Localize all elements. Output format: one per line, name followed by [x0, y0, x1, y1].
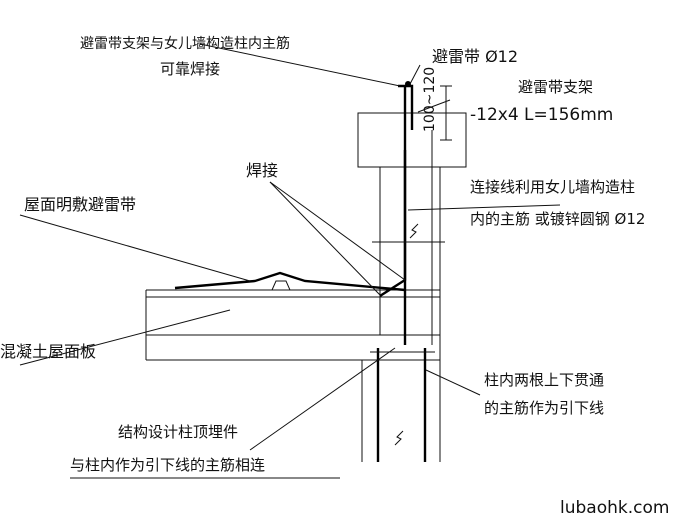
column-rebar-label-line1: 柱内两根上下贯通	[484, 371, 604, 389]
leader-connector	[407, 204, 561, 211]
roof-strip-label: 屋面明敷避雷带	[24, 195, 136, 214]
roof-slab-section	[145, 296, 441, 336]
leader-support	[417, 99, 451, 113]
connector-label-line1: 连接线利用女儿墙构造柱	[470, 178, 635, 196]
leader-strip	[409, 64, 421, 85]
leader-weld-a	[269, 181, 381, 296]
leader-weld-b	[269, 181, 406, 281]
embed-label-line1: 结构设计柱顶埋件	[118, 423, 238, 441]
roof-slab-label: 混凝土屋面板	[0, 342, 96, 361]
leader-slab	[19, 309, 231, 366]
support-spec-label: -12x4 L=156mm	[470, 105, 613, 125]
leader-roof-strip	[19, 214, 251, 282]
lightning-strip-label: 避雷带 Ø12	[432, 47, 518, 66]
roof-lightning-strip	[174, 271, 406, 292]
support-title-label: 避雷带支架	[518, 78, 593, 96]
leader-column-rebar	[425, 369, 481, 396]
watermark-text: lubaohk.com	[560, 498, 669, 518]
lightning-strip-support	[379, 84, 414, 298]
strip-support-clip	[271, 280, 291, 291]
dim-vertical-label: 100~120	[422, 67, 438, 132]
column-rebar-label-line2: 的主筋作为引下线	[484, 399, 604, 417]
embed-label-line2: 与柱内作为引下线的主筋相连	[70, 456, 265, 474]
top-cut-note-line1: 避雷带支架与女儿墙构造柱内主筋	[80, 35, 290, 52]
column-break-mark	[394, 430, 404, 446]
leader-top-note	[199, 43, 401, 87]
weld-label: 焊接	[246, 161, 278, 180]
lightning-strip-section	[405, 81, 411, 87]
connector-label-line2: 内的主筋 或镀锌圆钢 Ø12	[470, 210, 645, 228]
leader-embed	[249, 347, 396, 451]
top-cut-note-line2: 可靠焊接	[160, 60, 220, 78]
parapet-wall	[379, 166, 441, 336]
parapet-break-mark	[409, 223, 419, 239]
